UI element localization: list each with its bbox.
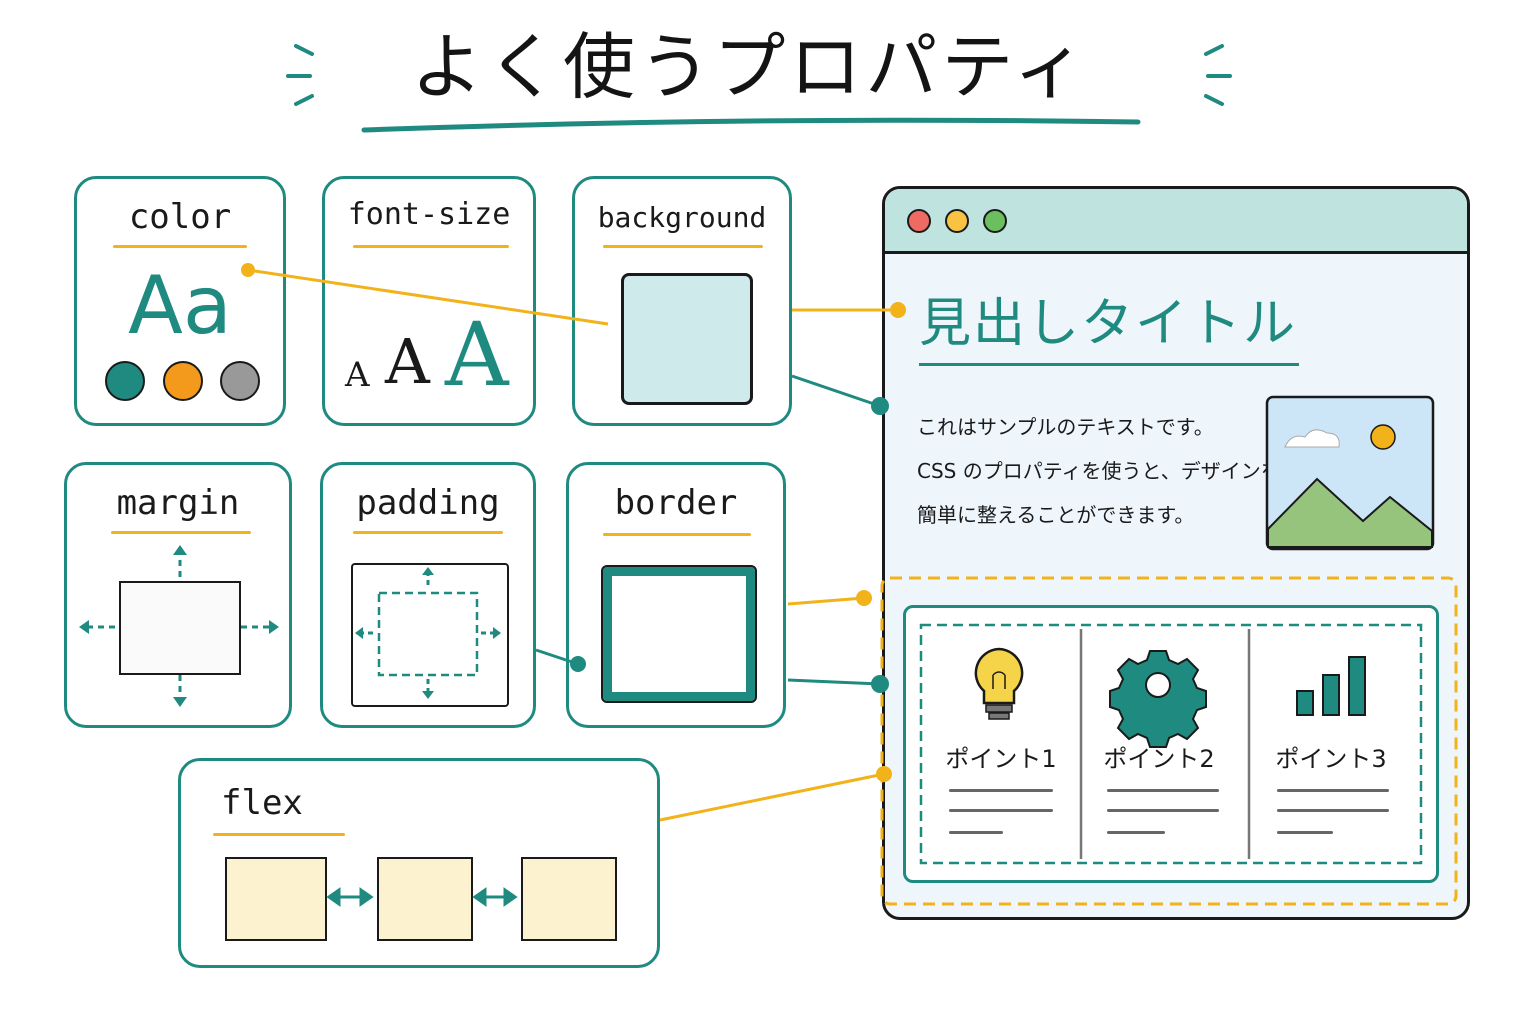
browser-title-bar xyxy=(885,189,1467,254)
padding-underline xyxy=(353,531,503,534)
padding-label: padding xyxy=(356,483,500,523)
paragraph-line-2: CSS のプロパティを使うと、デザインを xyxy=(917,459,1281,483)
flex-item-1 xyxy=(225,857,327,941)
maximize-dot[interactable] xyxy=(983,209,1007,233)
padding-card: padding xyxy=(320,462,536,728)
font-size-large-a: A xyxy=(445,303,509,406)
margin-sample-box xyxy=(119,581,241,675)
color-underline xyxy=(113,245,247,248)
paragraph-line-1: これはサンプルのテキストです。 xyxy=(917,415,1214,439)
color-label: color xyxy=(128,197,232,237)
border-label: border xyxy=(614,483,738,523)
font-size-medium-a: A xyxy=(385,325,430,398)
browser-heading: 見出しタイトル xyxy=(919,294,1298,354)
heading-underline xyxy=(919,363,1299,366)
background-label: background xyxy=(597,201,767,234)
point-2-line-2 xyxy=(1107,809,1219,812)
flex-arrows xyxy=(326,887,518,907)
minimize-dot[interactable] xyxy=(945,209,969,233)
point-3-line-2 xyxy=(1277,809,1389,812)
border-sample-box xyxy=(601,565,757,703)
flex-label: flex xyxy=(221,783,303,823)
margin-arrows xyxy=(79,545,279,707)
point-1-line-1 xyxy=(949,789,1053,792)
background-card: background xyxy=(572,176,792,426)
point-2-line-1 xyxy=(1107,789,1219,792)
point-1-line-2 xyxy=(949,809,1053,812)
border-underline xyxy=(603,533,751,536)
background-sample-box xyxy=(621,273,753,405)
border-card: border xyxy=(566,462,786,728)
font-size-card: font-size A A A xyxy=(322,176,536,426)
color-sample-text: Aa xyxy=(128,259,232,352)
flex-card: flex xyxy=(178,758,660,968)
browser-window: 見出しタイトル これはサンプルのテキストです。 CSS のプロパティを使うと、デ… xyxy=(882,186,1470,920)
orange-swatch xyxy=(163,361,203,401)
color-card: color Aa xyxy=(74,176,286,426)
landscape-image-icon xyxy=(1265,395,1435,551)
close-dot[interactable] xyxy=(907,209,931,233)
margin-label: margin xyxy=(116,483,240,523)
margin-card: margin xyxy=(64,462,292,728)
flex-underline xyxy=(213,833,345,836)
point-3-label: ポイント3 xyxy=(1275,745,1387,773)
teal-swatch xyxy=(105,361,145,401)
page-title: よく使うプロパティ xyxy=(410,25,1090,109)
point-3-line-3 xyxy=(1277,831,1333,834)
point-2-label: ポイント2 xyxy=(1103,745,1215,773)
background-underline xyxy=(603,245,763,248)
font-size-underline xyxy=(353,245,509,248)
flex-item-2 xyxy=(377,857,473,941)
font-size-small-a: A xyxy=(345,355,370,395)
point-3-line-1 xyxy=(1277,789,1389,792)
font-size-label: font-size xyxy=(347,197,511,232)
point-1-line-3 xyxy=(949,831,1003,834)
paragraph-line-3: 簡単に整えることができます。 xyxy=(917,503,1195,527)
point-1-label: ポイント1 xyxy=(945,745,1057,773)
padding-outer-box xyxy=(351,563,509,707)
flex-item-3 xyxy=(521,857,617,941)
padding-arrows xyxy=(355,567,501,699)
point-2-line-3 xyxy=(1107,831,1165,834)
gray-swatch xyxy=(220,361,260,401)
margin-underline xyxy=(111,531,251,534)
